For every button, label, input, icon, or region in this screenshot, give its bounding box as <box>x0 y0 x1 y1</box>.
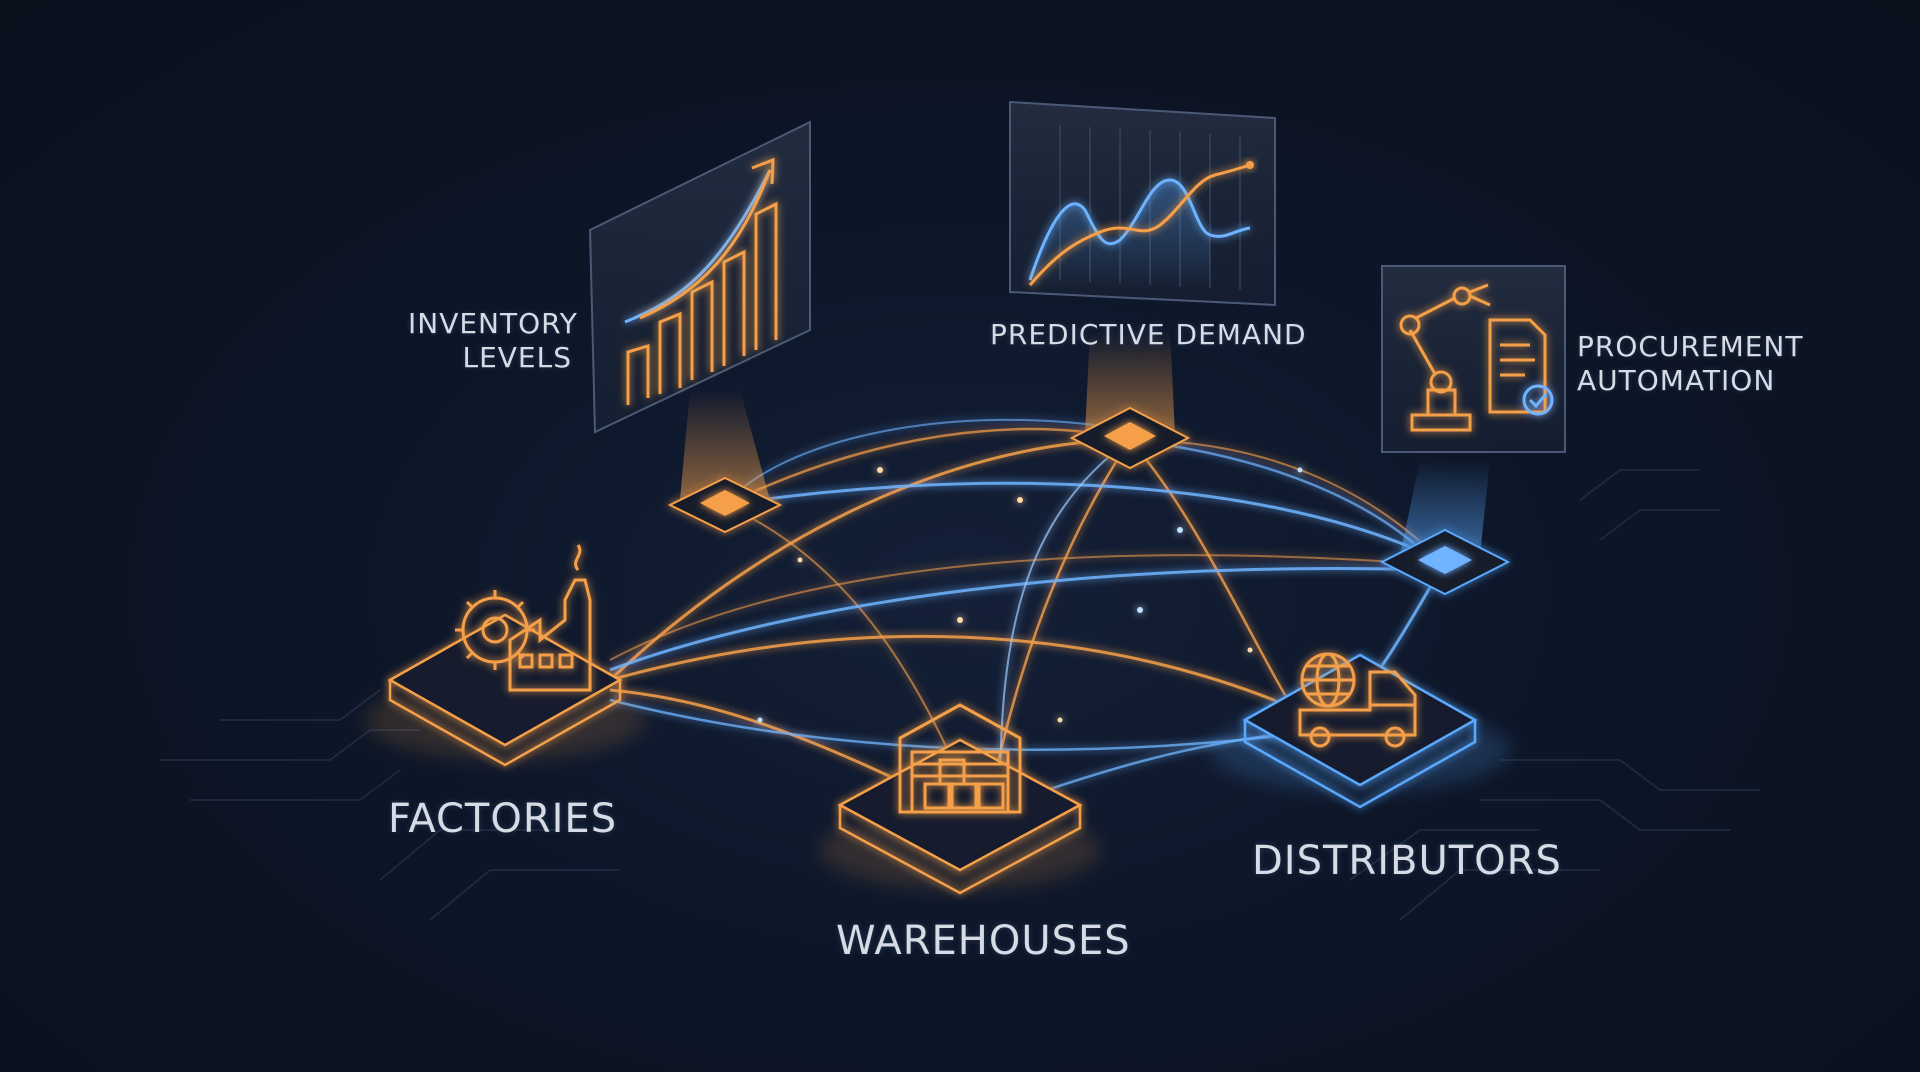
procurement-automation-panel <box>1381 265 1566 453</box>
inventory-levels-label-line2: LEVELS <box>462 341 572 374</box>
robot-arm-document-icon <box>1399 283 1554 432</box>
predictive-demand-label: PREDICTIVE DEMAND <box>990 318 1307 351</box>
hub-node-predictive <box>1069 406 1191 470</box>
procurement-automation-label-line2: AUTOMATION <box>1577 364 1776 397</box>
procurement-automation-label: PROCUREMENT AUTOMATION <box>1577 330 1803 398</box>
line-chart-icon <box>1028 161 1254 290</box>
predictive-demand-panel <box>1009 100 1276 307</box>
distributors-label: DISTRIBUTORS <box>1252 838 1562 884</box>
warehouses-node <box>820 703 1100 895</box>
factories-label: FACTORIES <box>388 796 618 842</box>
projection-beams <box>680 330 1490 555</box>
hub-node-inventory <box>667 476 783 534</box>
hub-node-procurement <box>1379 528 1511 596</box>
inventory-levels-panel <box>588 120 811 434</box>
factory-gear-icon <box>455 544 592 692</box>
factories-node <box>365 544 645 767</box>
distributors-node <box>1210 652 1510 809</box>
bar-chart-arrow-icon <box>626 201 778 405</box>
inventory-levels-label-line1: INVENTORY <box>408 307 578 340</box>
inventory-levels-label: INVENTORY LEVELS <box>408 307 578 375</box>
circuit-traces <box>160 469 1760 921</box>
warehouses-label: WAREHOUSES <box>836 918 1131 964</box>
globe-truck-icon <box>1298 652 1417 748</box>
procurement-automation-label-line1: PROCUREMENT <box>1577 330 1804 363</box>
warehouse-boxes-icon <box>898 703 1022 814</box>
data-particles <box>757 467 1303 723</box>
